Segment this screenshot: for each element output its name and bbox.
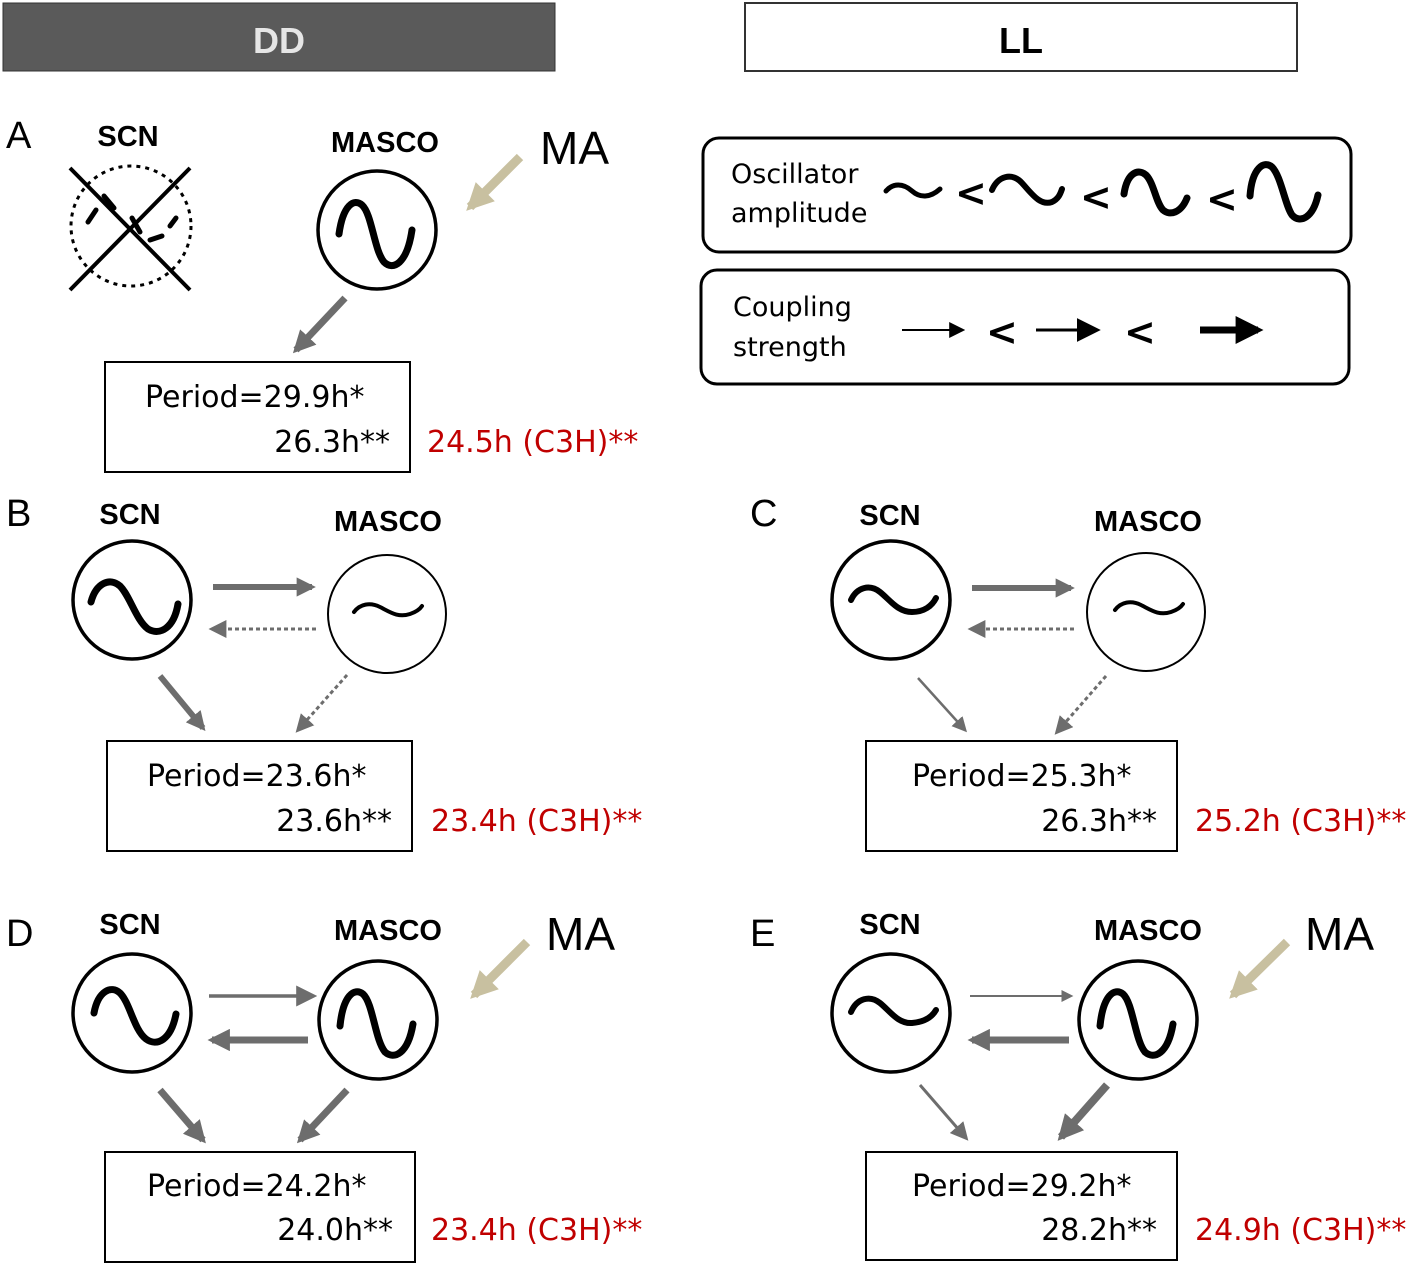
masco-oscillator-b xyxy=(327,554,447,674)
c3h-period-e: 24.9h (C3H)** xyxy=(1195,1213,1406,1248)
less-than-sign: < xyxy=(1080,175,1112,219)
amplitude-label-line1: Oscillator xyxy=(731,159,859,190)
panel-label-a: A xyxy=(6,115,32,157)
period-star-a: Period=29.9h* xyxy=(145,380,365,415)
scn-label-b: SCN xyxy=(99,499,160,531)
ma-label-d: MA xyxy=(546,908,615,960)
masco-oscillator-e xyxy=(1077,959,1199,1081)
panel-e: E SCN MASCO MA Period=29.2h* 28.2h** 24.… xyxy=(750,908,1406,1261)
ll-header-bar xyxy=(744,2,1298,72)
masco-label-b: MASCO xyxy=(334,506,442,538)
less-than-sign: < xyxy=(1206,177,1238,221)
ma-input-arrow-a xyxy=(466,153,524,211)
period-box-b xyxy=(106,740,413,852)
masco-output-arrow-e xyxy=(1057,1082,1110,1141)
period-star-d: Period=24.2h* xyxy=(147,1169,367,1204)
scn-label-d: SCN xyxy=(99,909,160,941)
wave-icon xyxy=(1096,988,1177,1059)
amplitude-legend: Oscillator amplitude < < < xyxy=(701,136,1353,254)
masco-output-arrow-a xyxy=(292,295,348,354)
panel-label-e: E xyxy=(750,913,775,955)
wave-icon xyxy=(1113,600,1185,616)
wave-icon xyxy=(336,988,417,1059)
ma-label-e: MA xyxy=(1305,908,1374,960)
c3h-period-c: 25.2h (C3H)** xyxy=(1195,804,1406,839)
panel-label-d: D xyxy=(6,913,33,955)
period-box-d xyxy=(104,1151,416,1263)
wave-icon xyxy=(848,584,939,615)
panel-d: D SCN MASCO MA Period=24.2h* 24.0h** 23.… xyxy=(6,908,642,1263)
period-dstar-b: 23.6h** xyxy=(276,804,392,839)
wave-icon xyxy=(883,182,943,199)
masco-output-arrow-d xyxy=(296,1087,350,1144)
period-box-a xyxy=(104,361,411,473)
ma-input-arrow-d xyxy=(470,938,531,999)
wave-icon xyxy=(848,995,939,1026)
period-star-e: Period=29.2h* xyxy=(912,1169,1132,1204)
coupling-label-line2: strength xyxy=(733,332,847,363)
wave-icon xyxy=(90,986,180,1046)
masco-label-e: MASCO xyxy=(1094,915,1202,947)
masco-label-d: MASCO xyxy=(334,915,442,947)
dd-header-bar xyxy=(2,2,556,72)
wave-icon xyxy=(352,602,424,618)
period-box-c xyxy=(865,740,1178,852)
wave-icon xyxy=(335,199,416,270)
period-dstar-a: 26.3h** xyxy=(274,425,390,460)
panel-label-b: B xyxy=(6,493,31,535)
masco-oscillator-c xyxy=(1086,552,1206,672)
scn-label-c: SCN xyxy=(859,500,920,532)
masco-output-arrow-b xyxy=(295,674,349,733)
masco-oscillator-a xyxy=(316,169,438,291)
c3h-period-a: 24.5h (C3H)** xyxy=(427,425,638,460)
scn-output-arrow-c xyxy=(917,677,968,733)
scn-ablated-icon xyxy=(68,164,193,292)
panel-a: A SCN MASCO MA Period=29.9h* 26.3h** 24.… xyxy=(6,115,638,473)
masco-output-arrow-c xyxy=(1054,675,1108,735)
period-star-c: Period=25.3h* xyxy=(912,759,1132,794)
masco-label-c: MASCO xyxy=(1094,506,1202,538)
period-dstar-d: 24.0h** xyxy=(277,1213,393,1248)
wave-icon xyxy=(1120,168,1191,217)
wave-icon xyxy=(87,578,182,635)
period-box-e xyxy=(865,1151,1178,1261)
scn-output-arrow-e xyxy=(918,1084,969,1141)
panel-b: B SCN MASCO Period=23.6h* 23.6h** 23.4h … xyxy=(6,493,642,852)
scn-label-a: SCN xyxy=(97,121,158,153)
amplitude-label-line2: amplitude xyxy=(731,198,867,229)
wave-icon xyxy=(989,173,1065,206)
period-dstar-e: 28.2h** xyxy=(1041,1213,1157,1248)
c3h-period-b: 23.4h (C3H)** xyxy=(431,804,642,839)
period-star-b: Period=23.6h* xyxy=(147,759,367,794)
less-than-sign: < xyxy=(1124,310,1156,354)
masco-oscillator-d xyxy=(317,959,439,1081)
ma-label-a: MA xyxy=(540,122,609,174)
panel-label-c: C xyxy=(750,493,777,535)
period-dstar-c: 26.3h** xyxy=(1041,804,1157,839)
ll-header-label: LL xyxy=(999,20,1043,61)
scn-label-e: SCN xyxy=(859,909,920,941)
panel-c: C SCN MASCO Period=25.3h* 26.3h** 25.2h … xyxy=(750,493,1406,852)
c3h-period-d: 23.4h (C3H)** xyxy=(431,1213,642,1248)
coupling-label-line1: Coupling xyxy=(733,292,852,323)
scn-output-arrow-b xyxy=(157,674,206,731)
scn-output-arrow-d xyxy=(157,1087,206,1144)
masco-label-a: MASCO xyxy=(331,127,439,159)
less-than-sign: < xyxy=(986,310,1018,354)
coupling-legend: Coupling strength < < xyxy=(699,268,1351,386)
ma-input-arrow-e xyxy=(1229,938,1291,999)
wave-icon xyxy=(1246,161,1322,223)
dd-header-label: DD xyxy=(253,20,305,61)
less-than-sign: < xyxy=(955,171,987,215)
